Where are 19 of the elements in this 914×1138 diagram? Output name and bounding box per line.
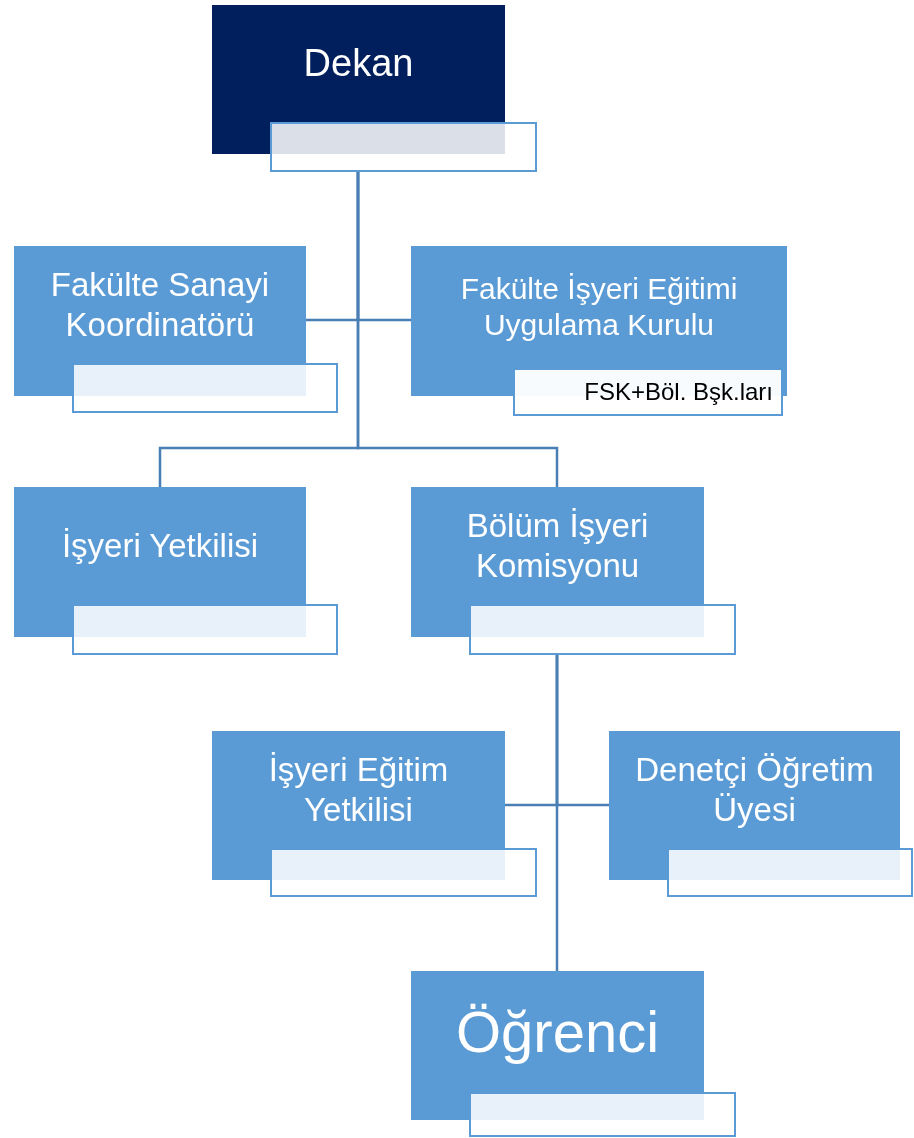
subtitle-box (469, 604, 736, 655)
position-title: Fakülte Sanayi Koordinatörü (49, 264, 271, 345)
subtitle-box (270, 122, 537, 172)
subtitle-box (513, 368, 783, 416)
position-title: İşyeri Eğitim Yetkilisi (267, 749, 450, 830)
position-title: İşyeri Yetkilisi (60, 525, 260, 566)
position-title: Dekan (302, 40, 415, 86)
position-title: Bölüm İşyeri Komisyonu (465, 505, 650, 586)
connector-line (356, 172, 559, 487)
position-title: Öğrenci (454, 997, 661, 1066)
subtitle-box (270, 848, 537, 897)
position-title: Denetçi Öğretim Üyesi (634, 749, 875, 830)
subtitle-box (72, 363, 338, 413)
position-title: Fakülte İşyeri Eğitimi Uygulama Kurulu (459, 271, 739, 343)
subtitle-box (667, 848, 913, 897)
subtitle-text: FSK+Böl. Bşk.ları (584, 378, 773, 406)
subtitle-box (469, 1092, 736, 1137)
connector-line (555, 655, 559, 971)
subtitle-box (72, 604, 338, 655)
